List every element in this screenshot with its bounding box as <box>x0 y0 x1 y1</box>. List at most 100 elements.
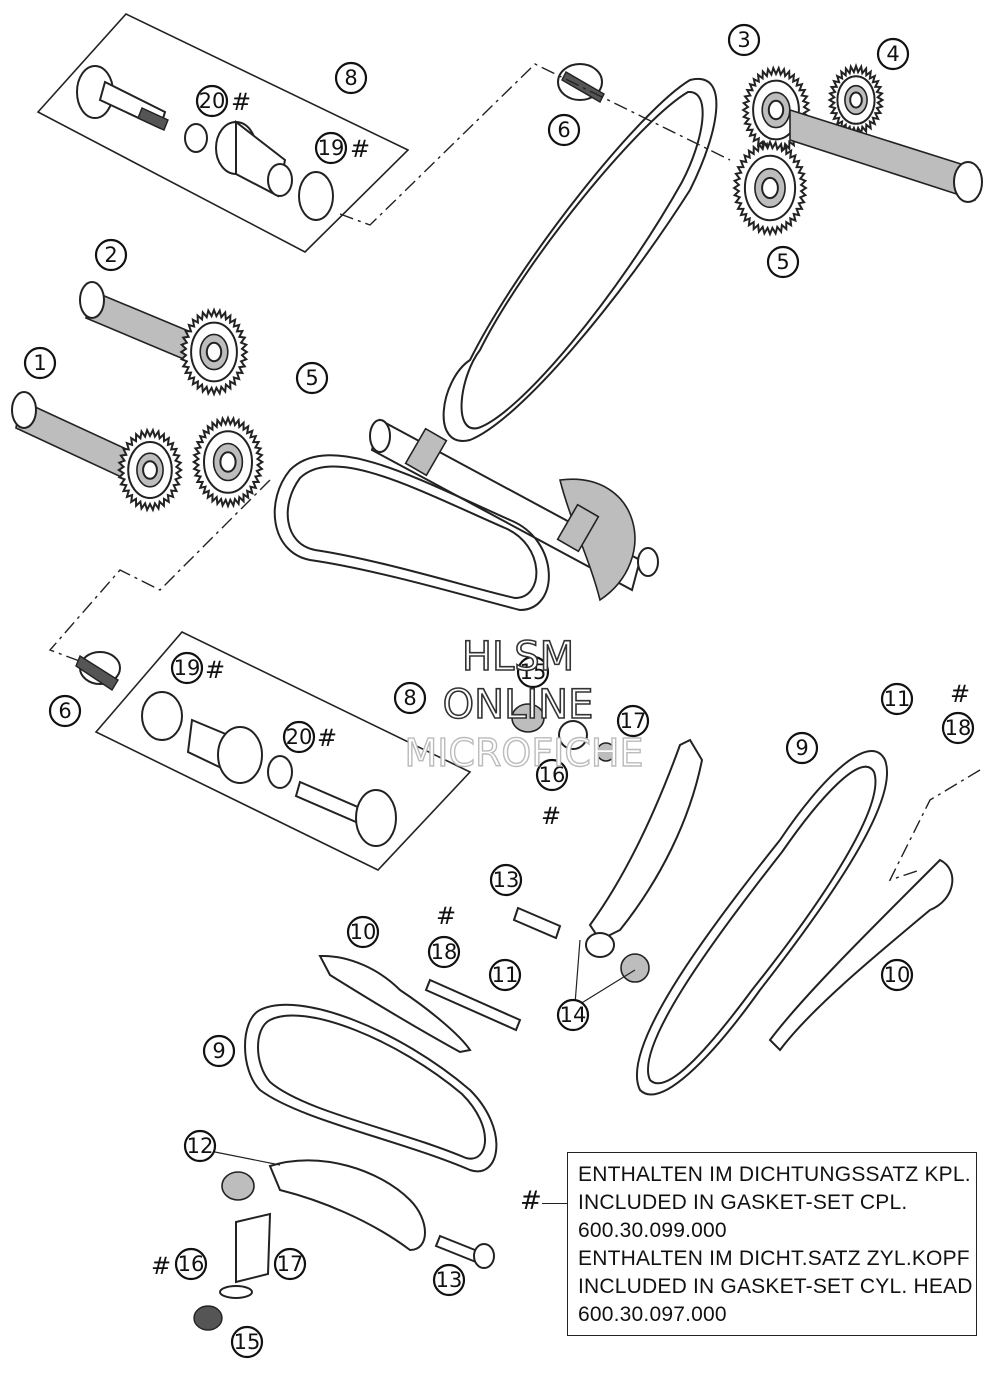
svg-text:19: 19 <box>174 656 201 680</box>
callout-4: 4 <box>876 37 910 71</box>
svg-text:12: 12 <box>187 1134 214 1158</box>
svg-text:10: 10 <box>350 920 377 944</box>
svg-text:#: # <box>151 1252 171 1280</box>
callout-13: 13 <box>489 863 523 897</box>
callout-12: 12 <box>183 1129 217 1163</box>
svg-text:6: 6 <box>557 118 570 142</box>
gear-5a-gear <box>732 139 808 237</box>
gasket-marks: # # # # # # # # <box>151 88 970 1280</box>
callout-19: 19 <box>314 131 348 165</box>
tensioner-upper-parts <box>511 703 616 762</box>
callout-5: 5 <box>295 361 329 395</box>
svg-text:14: 14 <box>560 1003 587 1027</box>
camshaft-group-upper <box>557 62 983 237</box>
callout-13: 13 <box>432 1263 466 1297</box>
svg-text:20: 20 <box>199 89 226 113</box>
svg-text:#: # <box>541 802 561 830</box>
svg-text:9: 9 <box>795 736 808 760</box>
tensioner-rail-right <box>768 858 954 1052</box>
callout-8: 8 <box>393 681 427 715</box>
svg-text:3: 3 <box>737 28 750 52</box>
svg-text:5: 5 <box>776 250 789 274</box>
legend-part-number-2: 600.30.097.000 <box>578 1303 727 1326</box>
callout-18: 18 <box>941 711 975 745</box>
callout-6: 6 <box>48 694 82 728</box>
bearing-group-upper <box>36 13 410 253</box>
timing-chain-upper <box>442 77 718 442</box>
callout-17: 17 <box>616 704 650 738</box>
svg-text:16: 16 <box>178 1252 205 1276</box>
legend-line-5: INCLUDED IN GASKET-SET CYL. HEAD <box>578 1275 973 1298</box>
connector-line <box>339 63 731 226</box>
svg-text:13: 13 <box>493 868 520 892</box>
svg-text:5: 5 <box>305 366 318 390</box>
callout-14: 14 <box>556 998 590 1032</box>
intermediate-shaft <box>369 418 659 602</box>
callout-8: 8 <box>334 61 368 95</box>
callout-17: 17 <box>273 1247 307 1281</box>
callout-18: 18 <box>427 935 461 969</box>
bearing-group-lower <box>75 631 472 871</box>
svg-text:15: 15 <box>234 1330 261 1354</box>
svg-text:1: 1 <box>33 351 46 375</box>
legend-line-4: ENTHALTEN IM DICHT.SATZ ZYL.KOPF <box>578 1247 970 1270</box>
svg-text:#: # <box>350 135 370 163</box>
callout-10: 10 <box>346 915 380 949</box>
gasket-set-legend: ENTHALTEN IM DICHTUNGSSATZ KPL. INCLUDED… <box>567 1152 977 1336</box>
guide-rail-center <box>588 738 704 942</box>
svg-text:MICROFICHE: MICROFICHE <box>404 731 643 775</box>
svg-text:13: 13 <box>436 1268 463 1292</box>
svg-text:16: 16 <box>539 763 566 787</box>
svg-text:4: 4 <box>886 42 899 66</box>
callout-15: 15 <box>230 1325 264 1359</box>
callout-11: 11 <box>880 682 914 716</box>
callout-9: 9 <box>785 731 819 765</box>
svg-text:6: 6 <box>58 699 71 723</box>
legend-line-2: INCLUDED IN GASKET-SET CPL. <box>578 1191 908 1214</box>
callout-10: 10 <box>880 958 914 992</box>
timing-chain-right <box>635 750 888 1096</box>
legend-part-number-1: 600.30.099.000 <box>578 1219 727 1242</box>
timing-chain-lower <box>244 1003 498 1173</box>
callout-6: 6 <box>547 113 581 147</box>
callout-9: 9 <box>202 1034 236 1068</box>
svg-text:11: 11 <box>884 687 911 711</box>
svg-text:19: 19 <box>318 136 345 160</box>
svg-text:17: 17 <box>620 709 647 733</box>
guide-rail-lower <box>318 954 472 1054</box>
svg-text:10: 10 <box>884 963 911 987</box>
callout-3: 3 <box>727 23 761 57</box>
svg-text:HLSM: HLSM <box>462 634 574 680</box>
callout-16: 16 <box>174 1247 208 1281</box>
callout-20: 20 <box>195 84 229 118</box>
svg-text:#: # <box>205 656 225 684</box>
legend-marker: # <box>520 1186 542 1216</box>
callout-15: 15 <box>516 655 550 689</box>
gear-1-gear <box>116 427 184 513</box>
callout-5: 5 <box>766 245 800 279</box>
svg-text:#: # <box>231 88 251 116</box>
camshaft-group-left <box>11 281 265 513</box>
svg-text:18: 18 <box>431 940 458 964</box>
svg-text:ONLINE: ONLINE <box>443 682 594 728</box>
callout-11: 11 <box>488 958 522 992</box>
timing-chain-middle <box>273 454 550 612</box>
gear-4-gear <box>827 62 885 138</box>
callout-20: 20 <box>282 720 316 754</box>
svg-text:9: 9 <box>212 1039 225 1063</box>
svg-text:8: 8 <box>403 686 416 710</box>
svg-text:#: # <box>317 724 337 752</box>
watermark: HLSM ONLINE MICROFICHE <box>404 633 644 776</box>
callout-19: 19 <box>170 651 204 685</box>
svg-text:15: 15 <box>520 660 547 684</box>
gear-2-gear <box>179 307 249 397</box>
svg-text:18: 18 <box>945 716 972 740</box>
svg-text:8: 8 <box>344 66 357 90</box>
tensioner-lower <box>193 1159 495 1331</box>
callout-labels: 1 2 3 4 5 5 6 6 8 8 9 9 10 10 11 11 12 1… <box>23 23 975 1359</box>
svg-text:#: # <box>950 680 970 708</box>
svg-text:#: # <box>436 902 456 930</box>
legend-line-1: ENTHALTEN IM DICHTUNGSSATZ KPL. <box>578 1163 971 1186</box>
callout-1: 1 <box>23 346 57 380</box>
